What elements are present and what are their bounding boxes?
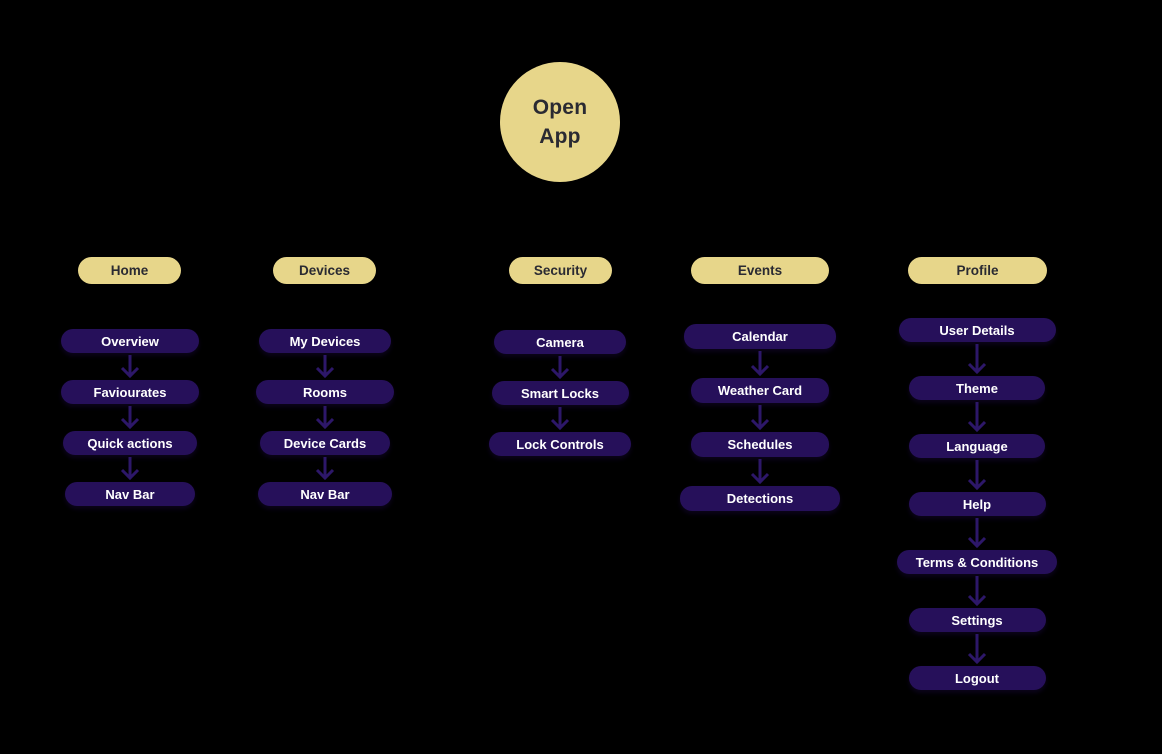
node-user-details: User Details <box>898 318 1056 342</box>
node-help: Help <box>908 492 1046 516</box>
header-events: Events <box>691 257 829 284</box>
node-nav-bar: Nav Bar <box>65 482 195 506</box>
arrow-down-icon <box>967 518 987 549</box>
node-camera: Camera <box>494 330 626 354</box>
arrow-down-icon <box>750 351 770 377</box>
node-detections: Detections <box>680 486 840 511</box>
column-security: Camera Smart Locks Lock Controls <box>470 330 650 456</box>
node-logout: Logout <box>908 666 1046 690</box>
node-overview: Overview <box>61 329 199 353</box>
arrow-down-icon <box>967 344 987 375</box>
node-nav-bar: Nav Bar <box>258 482 392 506</box>
open-app-label-line2: App <box>539 125 581 148</box>
node-schedules: Schedules <box>691 432 829 457</box>
open-app-label-line1: Open <box>532 96 588 119</box>
arrow-down-icon <box>315 457 335 481</box>
header-profile: Profile <box>908 257 1047 284</box>
arrow-down-icon <box>750 405 770 431</box>
arrow-down-icon <box>967 634 987 665</box>
node-quick-actions: Quick actions <box>63 431 197 455</box>
header-home: Home <box>78 257 181 284</box>
node-calendar: Calendar <box>684 324 836 349</box>
arrow-down-icon <box>550 407 570 431</box>
node-settings: Settings <box>908 608 1046 632</box>
arrow-down-icon <box>120 457 140 481</box>
column-profile: User Details Theme Language Help Terms &… <box>887 318 1067 690</box>
node-weather-card: Weather Card <box>691 378 829 403</box>
column-home: Overview Faviourates Quick actions Nav B… <box>40 329 220 506</box>
header-devices: Devices <box>273 257 376 284</box>
arrow-down-icon <box>120 355 140 379</box>
node-faviourates: Faviourates <box>61 380 199 404</box>
arrow-down-icon <box>120 406 140 430</box>
arrow-down-icon <box>550 356 570 380</box>
node-device-cards: Device Cards <box>260 431 390 455</box>
node-language: Language <box>909 434 1045 458</box>
node-lock-controls: Lock Controls <box>489 432 631 456</box>
arrow-down-icon <box>967 402 987 433</box>
arrow-down-icon <box>750 459 770 485</box>
column-devices: My Devices Rooms Device Cards Nav Bar <box>235 329 415 506</box>
arrow-down-icon <box>967 576 987 607</box>
node-my-devices: My Devices <box>259 329 391 353</box>
column-events: Calendar Weather Card Schedules Detectio… <box>670 324 850 511</box>
header-security: Security <box>509 257 612 284</box>
arrow-down-icon <box>315 355 335 379</box>
open-app-node: Open App <box>500 62 620 182</box>
node-theme: Theme <box>909 376 1045 400</box>
node-terms-conditions: Terms & Conditions <box>897 550 1057 574</box>
arrow-down-icon <box>967 460 987 491</box>
arrow-down-icon <box>315 406 335 430</box>
node-smart-locks: Smart Locks <box>491 381 629 405</box>
node-rooms: Rooms <box>256 380 394 404</box>
